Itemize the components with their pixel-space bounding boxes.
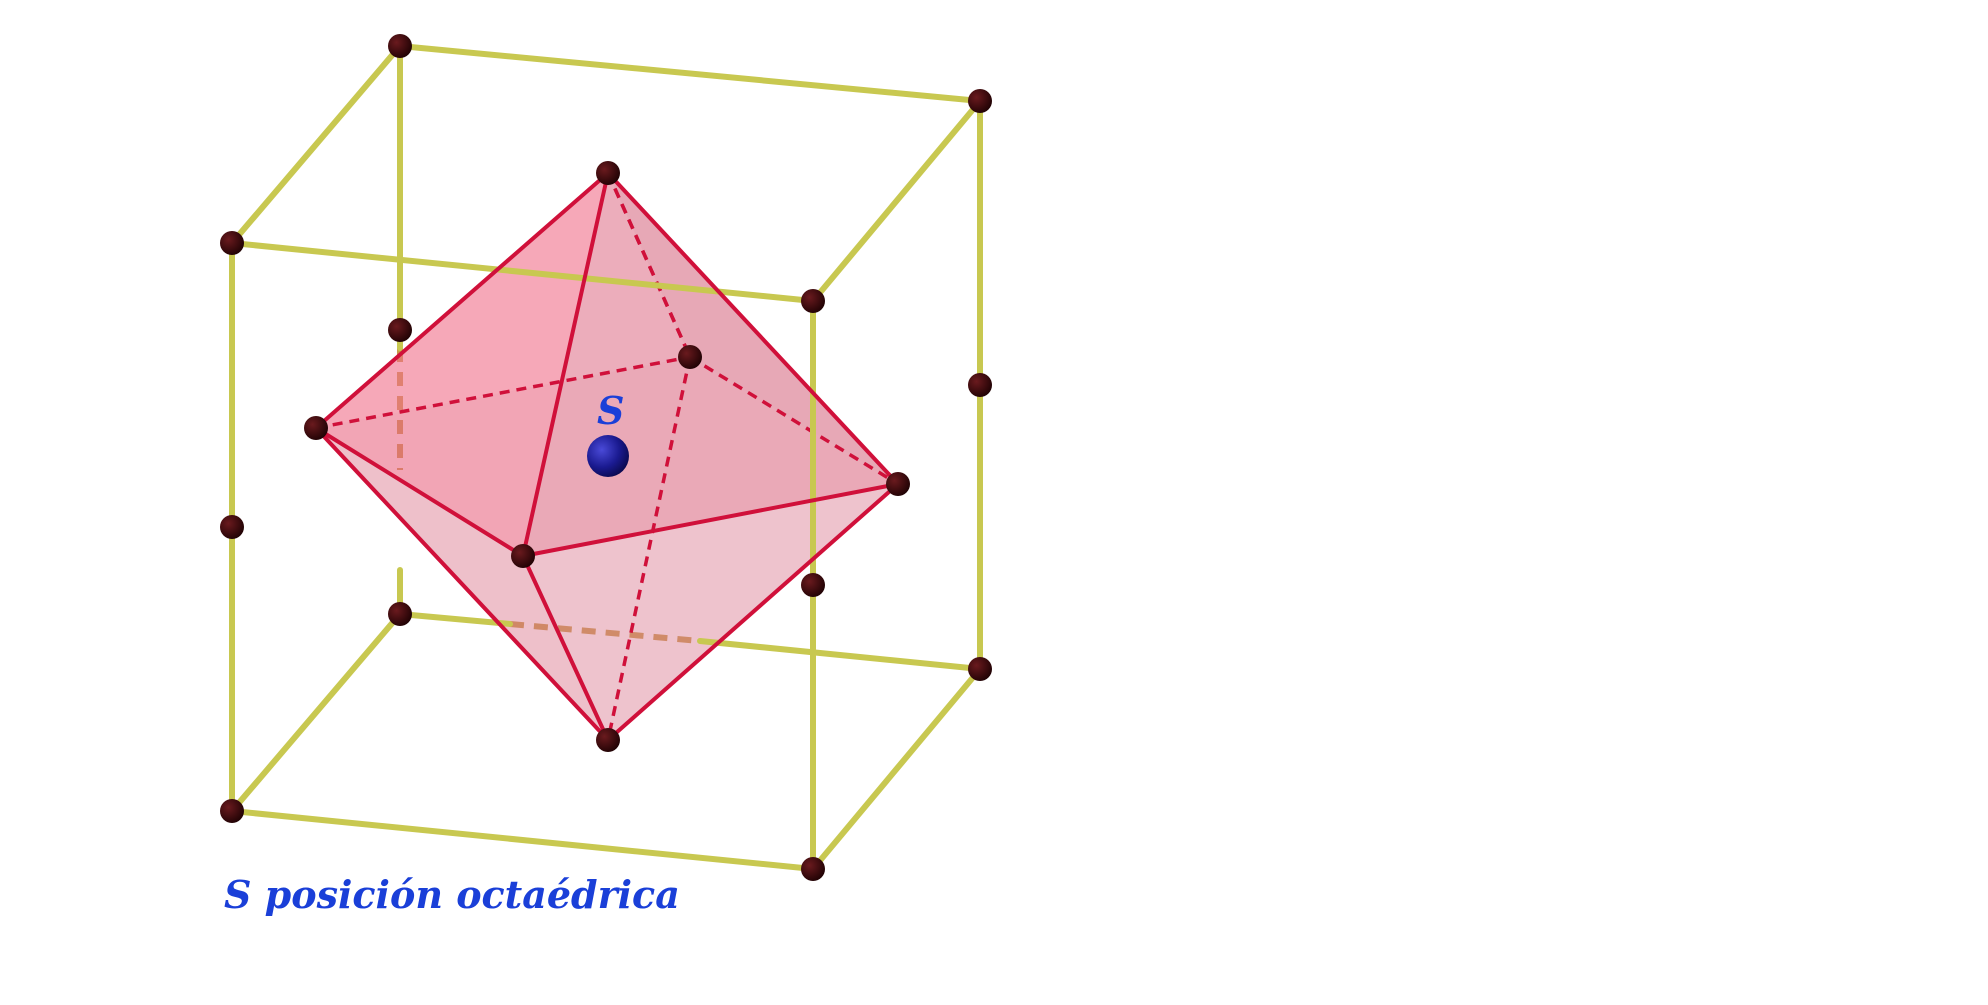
edge-midpoint: [801, 573, 825, 597]
edge-midpoint: [968, 373, 992, 397]
octahedron-vertex-left: [304, 416, 328, 440]
cube-edge-bottom-right: [810, 666, 983, 872]
octahedron-edges: [314, 171, 900, 742]
diagram-caption: S posición octaédrica: [224, 872, 680, 917]
cube-edge-bottom-left: [229, 611, 403, 814]
cube-edge-top-left: [229, 43, 403, 246]
octa-edge-left-bottom: [314, 426, 610, 742]
edge-midpoint: [220, 515, 244, 539]
cube-edge-back-bottom: [509, 621, 701, 644]
cube-edge-bottom-back-right: [697, 638, 983, 672]
octahedron-vertex-top: [596, 161, 620, 185]
center-atom: [587, 435, 629, 477]
cube-vertex: [220, 231, 244, 255]
octahedron-vertex-bottom: [596, 728, 620, 752]
octahedron-face-back-upper: [316, 173, 690, 428]
cube-edge-top-back: [397, 43, 983, 104]
cube-vertex: [388, 602, 412, 626]
center-atom-label: S: [597, 388, 624, 433]
cube-vertex: [220, 799, 244, 823]
cube-corner-vertices: [220, 34, 992, 881]
octa-edge-left-back: [315, 355, 691, 430]
cube-edge-top-right: [810, 98, 983, 304]
octahedron-face-front-right-lower: [523, 484, 898, 740]
octahedron-vertex-right: [886, 472, 910, 496]
octahedron-vertex-front: [511, 544, 535, 568]
octa-edge-top-front: [521, 171, 610, 558]
edge-midpoint: [388, 318, 412, 342]
cube-vertex: [968, 657, 992, 681]
octa-edge-left-front: [314, 426, 525, 558]
octahedron-vertices: [304, 161, 910, 752]
octa-edge-front-right: [521, 482, 900, 558]
cube-vertex: [968, 89, 992, 113]
octa-edge-back-bottom: [606, 356, 692, 741]
octa-edge-right-bottom: [606, 482, 900, 742]
cube-hidden-edges: [397, 348, 701, 644]
octa-edge-top-left: [314, 171, 610, 430]
cube-edge-bottom-front: [229, 808, 816, 872]
cube-vertex: [801, 857, 825, 881]
octa-edge-back-right: [689, 355, 899, 486]
cube-edge-midpoints: [220, 318, 992, 597]
octa-edge-front-bottom: [521, 554, 610, 742]
octa-edge-top-right: [606, 171, 900, 486]
cube-vertex: [801, 289, 825, 313]
octahedron-vertex-back: [678, 345, 702, 369]
cube-vertex: [388, 34, 412, 58]
octahedron-face-front-left-upper: [316, 173, 608, 556]
cube-edge-bottom-back-left: [397, 611, 513, 627]
